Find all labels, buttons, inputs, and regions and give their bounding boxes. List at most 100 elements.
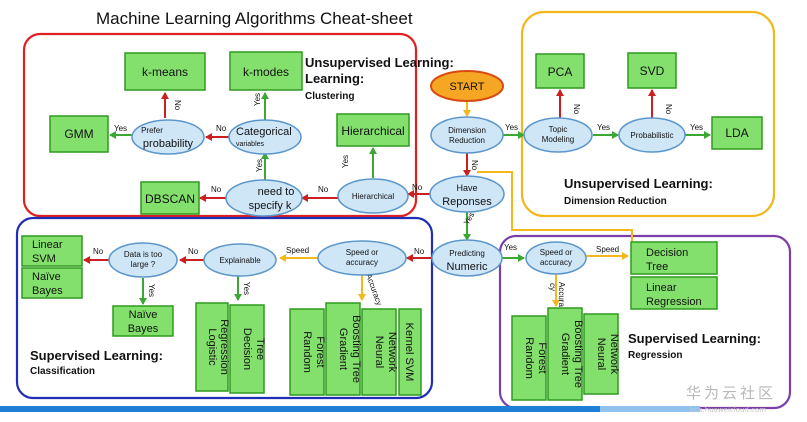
decision-topic-line1: Topic <box>549 125 568 134</box>
decision-sa-class-line1: Speed or <box>346 248 379 257</box>
algo-svd-label: SVD <box>640 64 665 78</box>
arrow-orange-connector <box>477 171 633 242</box>
clustering-subtitle: Clustering <box>305 91 354 102</box>
label-prob-yes: Yes <box>690 123 703 132</box>
decision-predicting-line2: Numeric <box>447 261 488 273</box>
algo-neural-network-reg-line1: Neural <box>595 338 607 370</box>
dimension-subtitle: Dimension Reduction <box>564 196 667 207</box>
algo-logistic-regression: Logistic Regression <box>195 302 230 392</box>
clustering-title-line2: Learning: <box>305 71 364 86</box>
dimension-reduction-region <box>520 10 776 218</box>
dimension-title: Unsupervised Learning: <box>564 176 713 191</box>
watermark-url: bbs.huaweicloud.com <box>690 406 766 414</box>
algo-linear-svm: Linear SVM <box>21 235 83 267</box>
algo-gradient-boosting-class-line2: Boosting Tree <box>350 315 362 383</box>
classification-title: Supervised Learning: <box>30 348 163 363</box>
algo-kmeans: k-means <box>124 52 206 91</box>
regression-title: Supervised Learning: <box>628 331 761 346</box>
algo-lda: LDA <box>711 116 763 150</box>
algo-svd: SVD <box>627 52 677 89</box>
label-numeric-no: No <box>414 247 425 256</box>
watermark-brand: 华为云社区 <box>686 384 776 402</box>
decision-need-k-line2: specify k <box>249 200 292 212</box>
decision-predicting-line1: Predicting <box>449 249 485 258</box>
decision-prefer-line1: Prefer <box>141 126 163 135</box>
label-class-speed: Speed <box>286 246 309 255</box>
label-large-no: No <box>93 247 104 256</box>
label-explain-no: No <box>188 247 199 256</box>
algo-random-forest-reg-line2: Forest <box>536 342 548 373</box>
footer-bar-fade <box>600 406 700 412</box>
algo-lda-label: LDA <box>725 126 748 140</box>
decision-topic-modeling: Topic Modeling <box>523 117 593 153</box>
decision-have-responses-line2: Reponses <box>442 196 492 208</box>
decision-dimension-reduction-line2: Reduction <box>449 136 485 145</box>
classification-subtitle: Classification <box>30 366 95 377</box>
decision-large-line1: Data is too <box>124 250 163 259</box>
label-hier-yes: Yes <box>341 155 350 168</box>
algo-decision-tree-reg: Decision Tree <box>630 241 718 275</box>
decision-dimension-reduction-line1: Dimension <box>448 126 486 135</box>
decision-probabilistic-label: Probabilistic <box>630 131 673 140</box>
algo-gradient-boosting-reg: Gradient Boosting Tree <box>547 307 584 401</box>
decision-sa-class-line2: accuracy <box>346 258 378 267</box>
decision-sa-reg-line2: accuracy <box>540 258 572 267</box>
clustering-region <box>22 32 418 218</box>
algo-linear-svm-line1: Linear <box>32 239 63 251</box>
algo-pca: PCA <box>535 53 585 89</box>
decision-prefer-line2: probability <box>143 138 194 150</box>
algo-kmeans-label: k-means <box>142 65 188 79</box>
label-responses-no: No <box>412 183 423 192</box>
label-cat-yes: Yes <box>253 93 262 106</box>
decision-need-specify-k: need to specify k <box>225 179 303 217</box>
decision-explainable-label: Explainable <box>219 256 261 265</box>
label-dim-yes: Yes <box>505 123 518 132</box>
algo-random-forest-class-line1: Random <box>301 331 313 373</box>
algo-neural-network-reg-line2: Network <box>608 334 620 375</box>
algo-gradient-boosting-reg-line2: Boosting Tree <box>572 320 584 388</box>
decision-have-responses: Have Reponses <box>429 175 505 213</box>
label-prefer-no: No <box>173 100 182 111</box>
algo-gradient-boosting-class: Gradient Boosting Tree <box>325 302 362 396</box>
algo-decision-tree-reg-line2: Tree <box>646 261 668 273</box>
start-node <box>430 70 504 102</box>
algo-pca-label: PCA <box>548 65 573 79</box>
algo-kernel-svm-label: Kernel SVM <box>403 323 415 382</box>
algo-neural-network-reg: Neural Network <box>583 313 620 395</box>
classification-region <box>15 216 434 400</box>
algo-decision-tree-class-line1: Decision <box>241 328 253 370</box>
algo-gmm: GMM <box>49 115 109 153</box>
algo-decision-tree-reg-line1: Decision <box>646 247 688 259</box>
algo-kmodes: k-modes <box>229 51 303 91</box>
algo-kernel-svm: Kernel SVM <box>398 308 422 396</box>
label-prob-no: No <box>664 104 673 115</box>
algo-neural-network-class-line1: Neural <box>373 336 385 368</box>
decision-large-line2: large ? <box>131 260 156 269</box>
algo-naive-bayes-left: Naïve Bayes <box>21 267 83 299</box>
label-topic-yes: Yes <box>597 123 610 132</box>
algo-dbscan: DBSCAN <box>140 181 200 215</box>
label-reg-cy: cy <box>548 283 557 291</box>
algo-random-forest-class-line2: Forest <box>314 336 326 367</box>
algo-linear-svm-line2: SVM <box>32 253 56 265</box>
algo-kmodes-label: k-modes <box>243 65 289 79</box>
algo-random-forest-reg: Random Forest <box>511 315 548 401</box>
clustering-title: Unsupervised Learning: <box>305 55 454 70</box>
regression-subtitle: Regression <box>628 350 682 361</box>
algo-gradient-boosting-class-line1: Gradient <box>337 328 349 370</box>
algo-hierarchical: Hierarchical <box>336 113 410 147</box>
decision-prefer-probability: Prefer probability <box>131 119 205 155</box>
algo-decision-tree-class-line2: Tree <box>254 338 266 360</box>
decision-speed-accuracy-class: Speed or accuracy <box>317 240 407 276</box>
algo-linear-regression: Linear Regression <box>630 276 718 310</box>
decision-sa-reg-line1: Speed or <box>540 248 573 257</box>
algo-naive-bayes-left-line1: Naïve <box>32 271 61 283</box>
algo-hierarchical-label: Hierarchical <box>341 124 404 138</box>
algo-decision-tree-class: Decision Tree <box>229 304 266 394</box>
label-explain-yes: Yes <box>242 282 251 295</box>
decision-have-responses-line1: Have <box>456 183 477 193</box>
label-reg-speed: Speed <box>596 245 619 254</box>
label-k-no: No <box>211 185 222 194</box>
algo-naive-bayes-left-line2: Bayes <box>32 285 63 297</box>
